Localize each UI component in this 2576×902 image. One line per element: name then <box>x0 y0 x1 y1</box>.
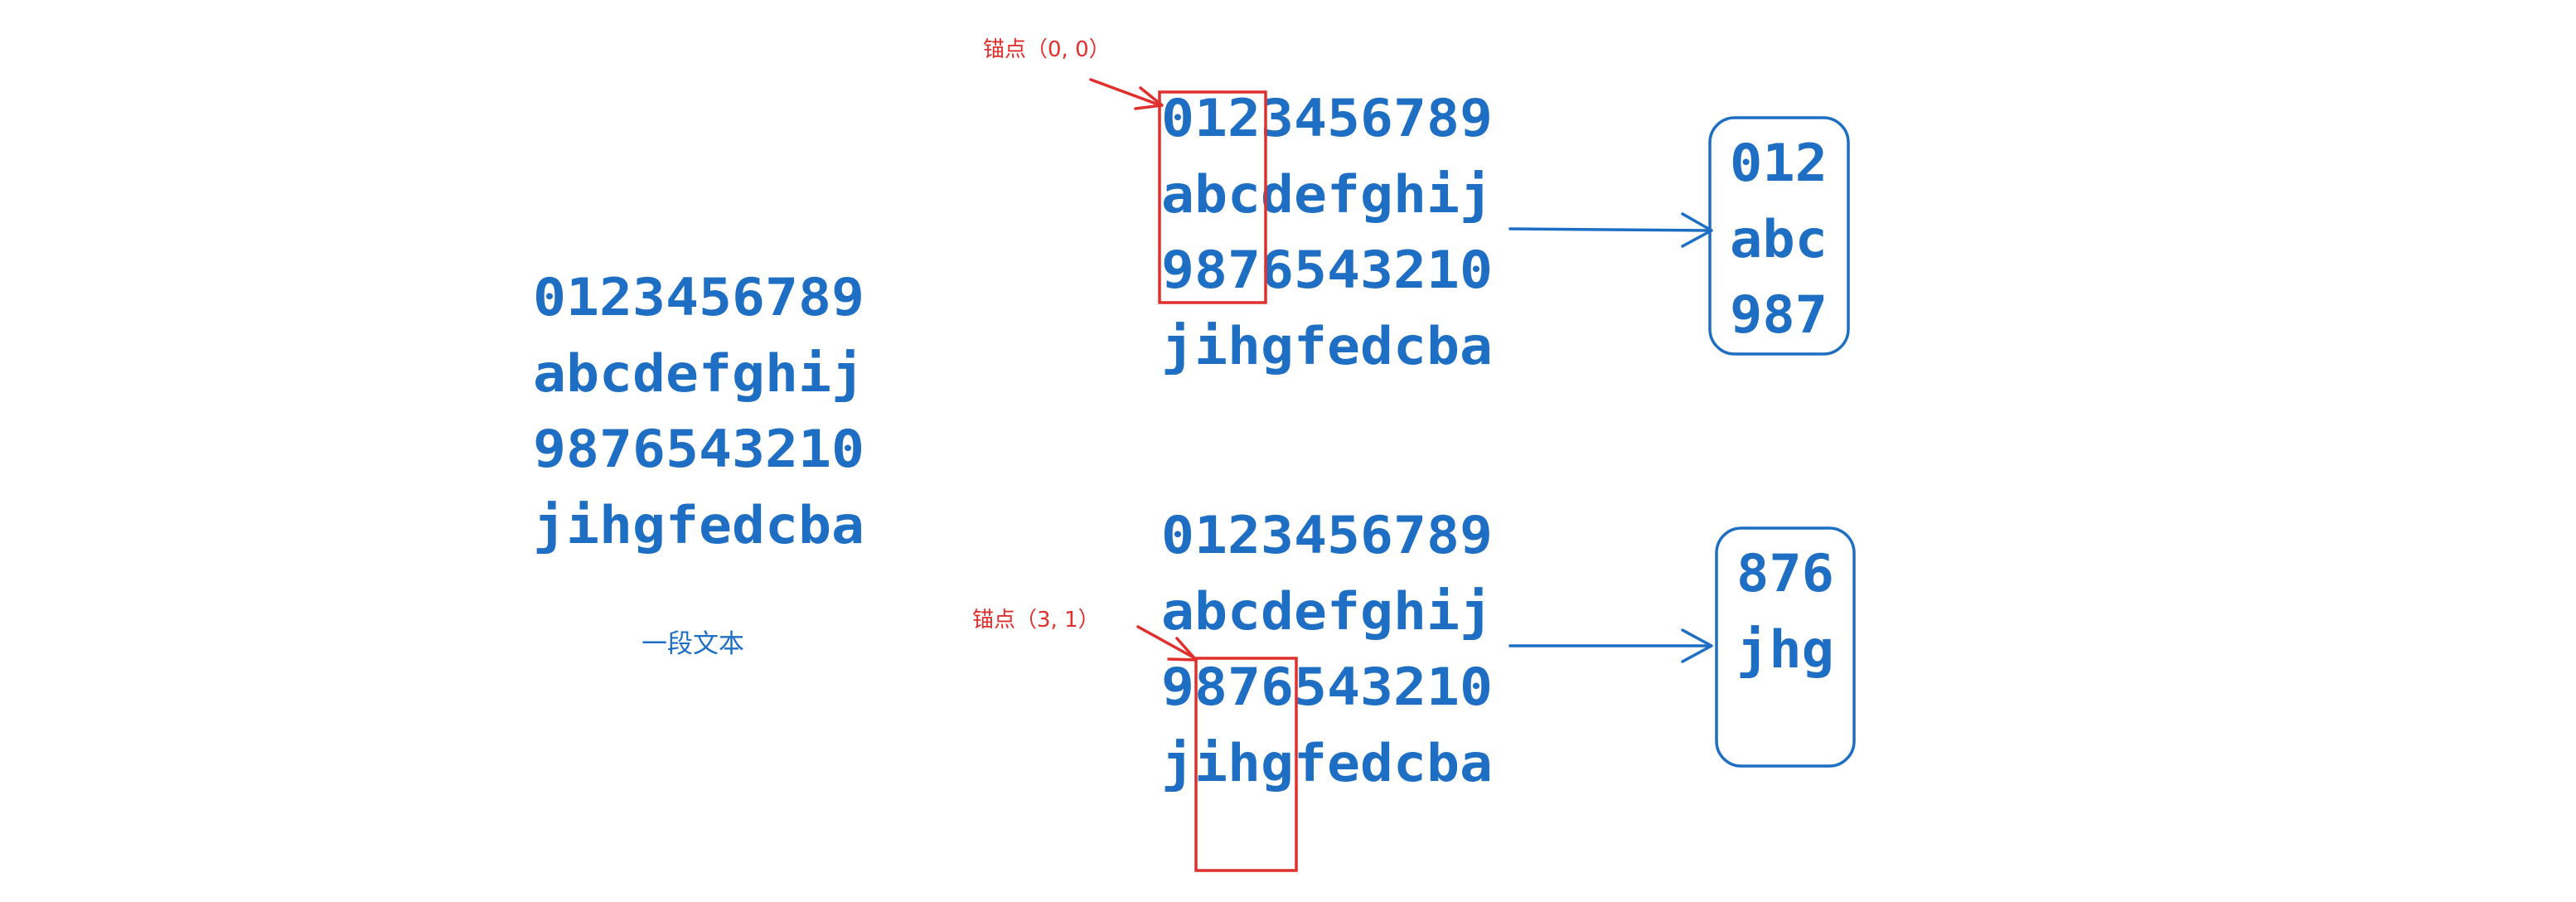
bottom-line-4: jihgfedcba <box>1161 733 1493 793</box>
result-arrow-top <box>1508 212 1713 248</box>
result-top-line-1: 012 <box>1730 133 1828 193</box>
result-arrow-top-shaft <box>1508 227 1712 232</box>
source-text-block: 0123456789 abcdefghij 9876543210 jihgfed… <box>533 267 864 659</box>
result-arrow-bottom-head <box>1681 628 1713 663</box>
result-arrow-top-head <box>1681 212 1713 248</box>
result-arrow-bottom <box>1508 628 1713 663</box>
example-bottom: 锚点（3, 1） 0123456789 abcdefghij 987654321… <box>972 505 1856 872</box>
result-box-bottom <box>1715 526 1856 768</box>
top-line-3: 9876543210 <box>1161 240 1493 300</box>
source-caption: 一段文本 <box>642 629 744 659</box>
selection-box-bottom <box>1194 657 1298 872</box>
bottom-line-2: abcdefghij <box>1161 581 1493 642</box>
top-line-2: abcdefghij <box>1161 164 1493 225</box>
example-top: 锚点（0, 0） 0123456789 abcdefghij 987654321… <box>983 37 1850 376</box>
selection-box-top <box>1158 90 1267 304</box>
result-box-top <box>1708 116 1850 356</box>
anchor-arrow-top <box>1089 78 1164 110</box>
anchor-label-top: 锚点（0, 0） <box>983 37 1111 62</box>
result-bottom-line-2: jhg <box>1736 619 1834 680</box>
source-line-1: 0123456789 <box>533 267 864 327</box>
top-line-1: 0123456789 <box>1161 88 1493 148</box>
source-line-2: abcdefghij <box>533 343 864 404</box>
anchor-arrow-top-shaft <box>1089 78 1162 107</box>
anchor-arrow-top-head <box>1134 86 1164 110</box>
source-line-4: jihgfedcba <box>533 495 864 555</box>
anchor-arrow-bottom-shaft <box>1136 625 1195 659</box>
anchor-label-bottom: 锚点（3, 1） <box>972 608 1100 633</box>
top-line-4: jihgfedcba <box>1161 316 1493 376</box>
result-top-line-3: 987 <box>1730 284 1828 345</box>
bottom-line-3: 9876543210 <box>1161 657 1493 717</box>
source-line-3: 9876543210 <box>533 419 864 479</box>
result-bottom-line-1: 876 <box>1736 543 1834 604</box>
bottom-line-1: 0123456789 <box>1161 505 1493 565</box>
result-top-line-2: abc <box>1730 209 1828 269</box>
